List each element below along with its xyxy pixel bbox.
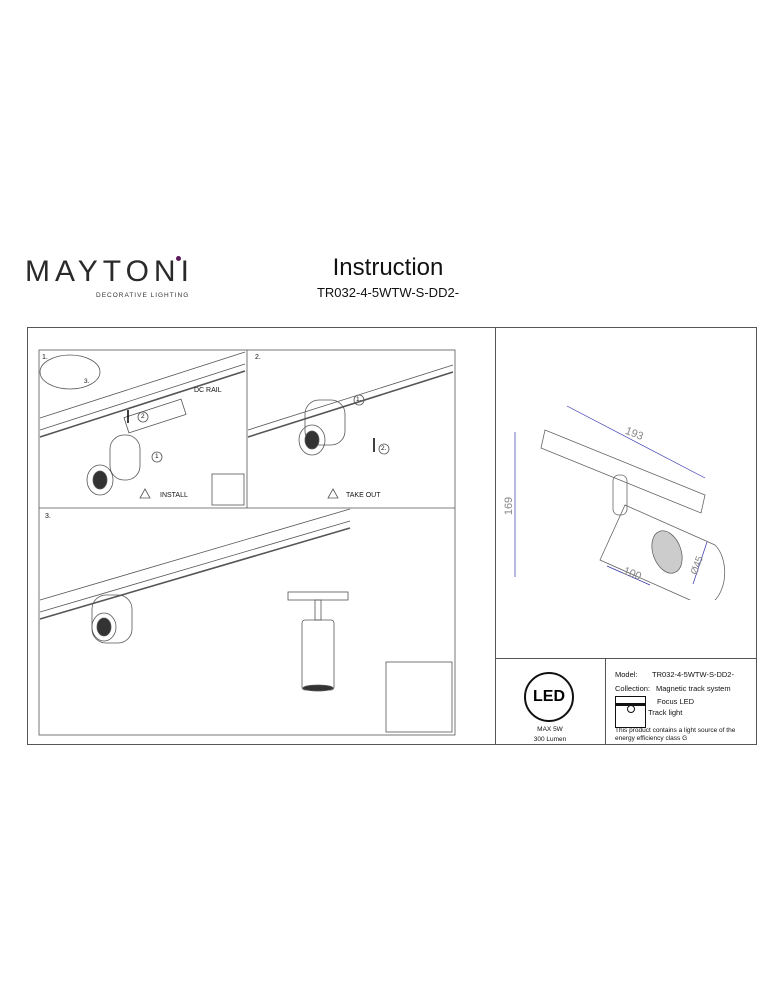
step-2-callout-1: 1. <box>356 396 362 403</box>
installation-illustrations <box>38 349 456 736</box>
model-value: TR032-4-5WTW-S-DD2- <box>652 670 734 679</box>
dim-height: 169 <box>503 496 516 516</box>
step-2-number: 2. <box>255 354 261 361</box>
model-code: TR032-4-5WTW-S-DD2- <box>316 285 460 300</box>
take-out-caption: TAKE OUT <box>346 492 381 499</box>
model-label: Model: <box>615 670 638 679</box>
dimension-drawing <box>514 405 726 600</box>
step-3-number: 3. <box>45 513 51 520</box>
energy-note: This product contains a light source of … <box>615 727 736 742</box>
step-2-callout-2: 2. <box>381 445 387 452</box>
divider <box>495 658 757 659</box>
type-line-2: Track light <box>648 708 683 717</box>
step-1-number: 1. <box>42 354 48 361</box>
install-caption: INSTALL <box>160 492 188 499</box>
led-lumen: 300 Lumen <box>533 736 567 743</box>
step-1-callout-1: 1 <box>155 453 159 460</box>
logo-dot <box>176 256 181 261</box>
track-light-icon <box>615 696 646 728</box>
brand-logo: MAYTONI <box>25 255 194 288</box>
step-1-callout-3: 3. <box>84 378 90 385</box>
type-line-1: Focus LED <box>657 697 695 706</box>
step-1-callout-2: 2 <box>141 413 145 420</box>
collection-value: Magnetic track system <box>656 684 731 693</box>
led-power: MAX 5W <box>537 726 563 733</box>
dc-rail-label: DC RAIL <box>194 387 222 394</box>
divider <box>605 658 606 745</box>
divider <box>495 327 496 745</box>
led-badge-icon: LED <box>524 672 574 722</box>
collection-label: Collection: <box>615 684 651 693</box>
content-frame <box>27 327 757 745</box>
brand-tagline: DECORATIVE LIGHTING <box>96 292 190 299</box>
page-title: Instruction <box>332 254 444 281</box>
